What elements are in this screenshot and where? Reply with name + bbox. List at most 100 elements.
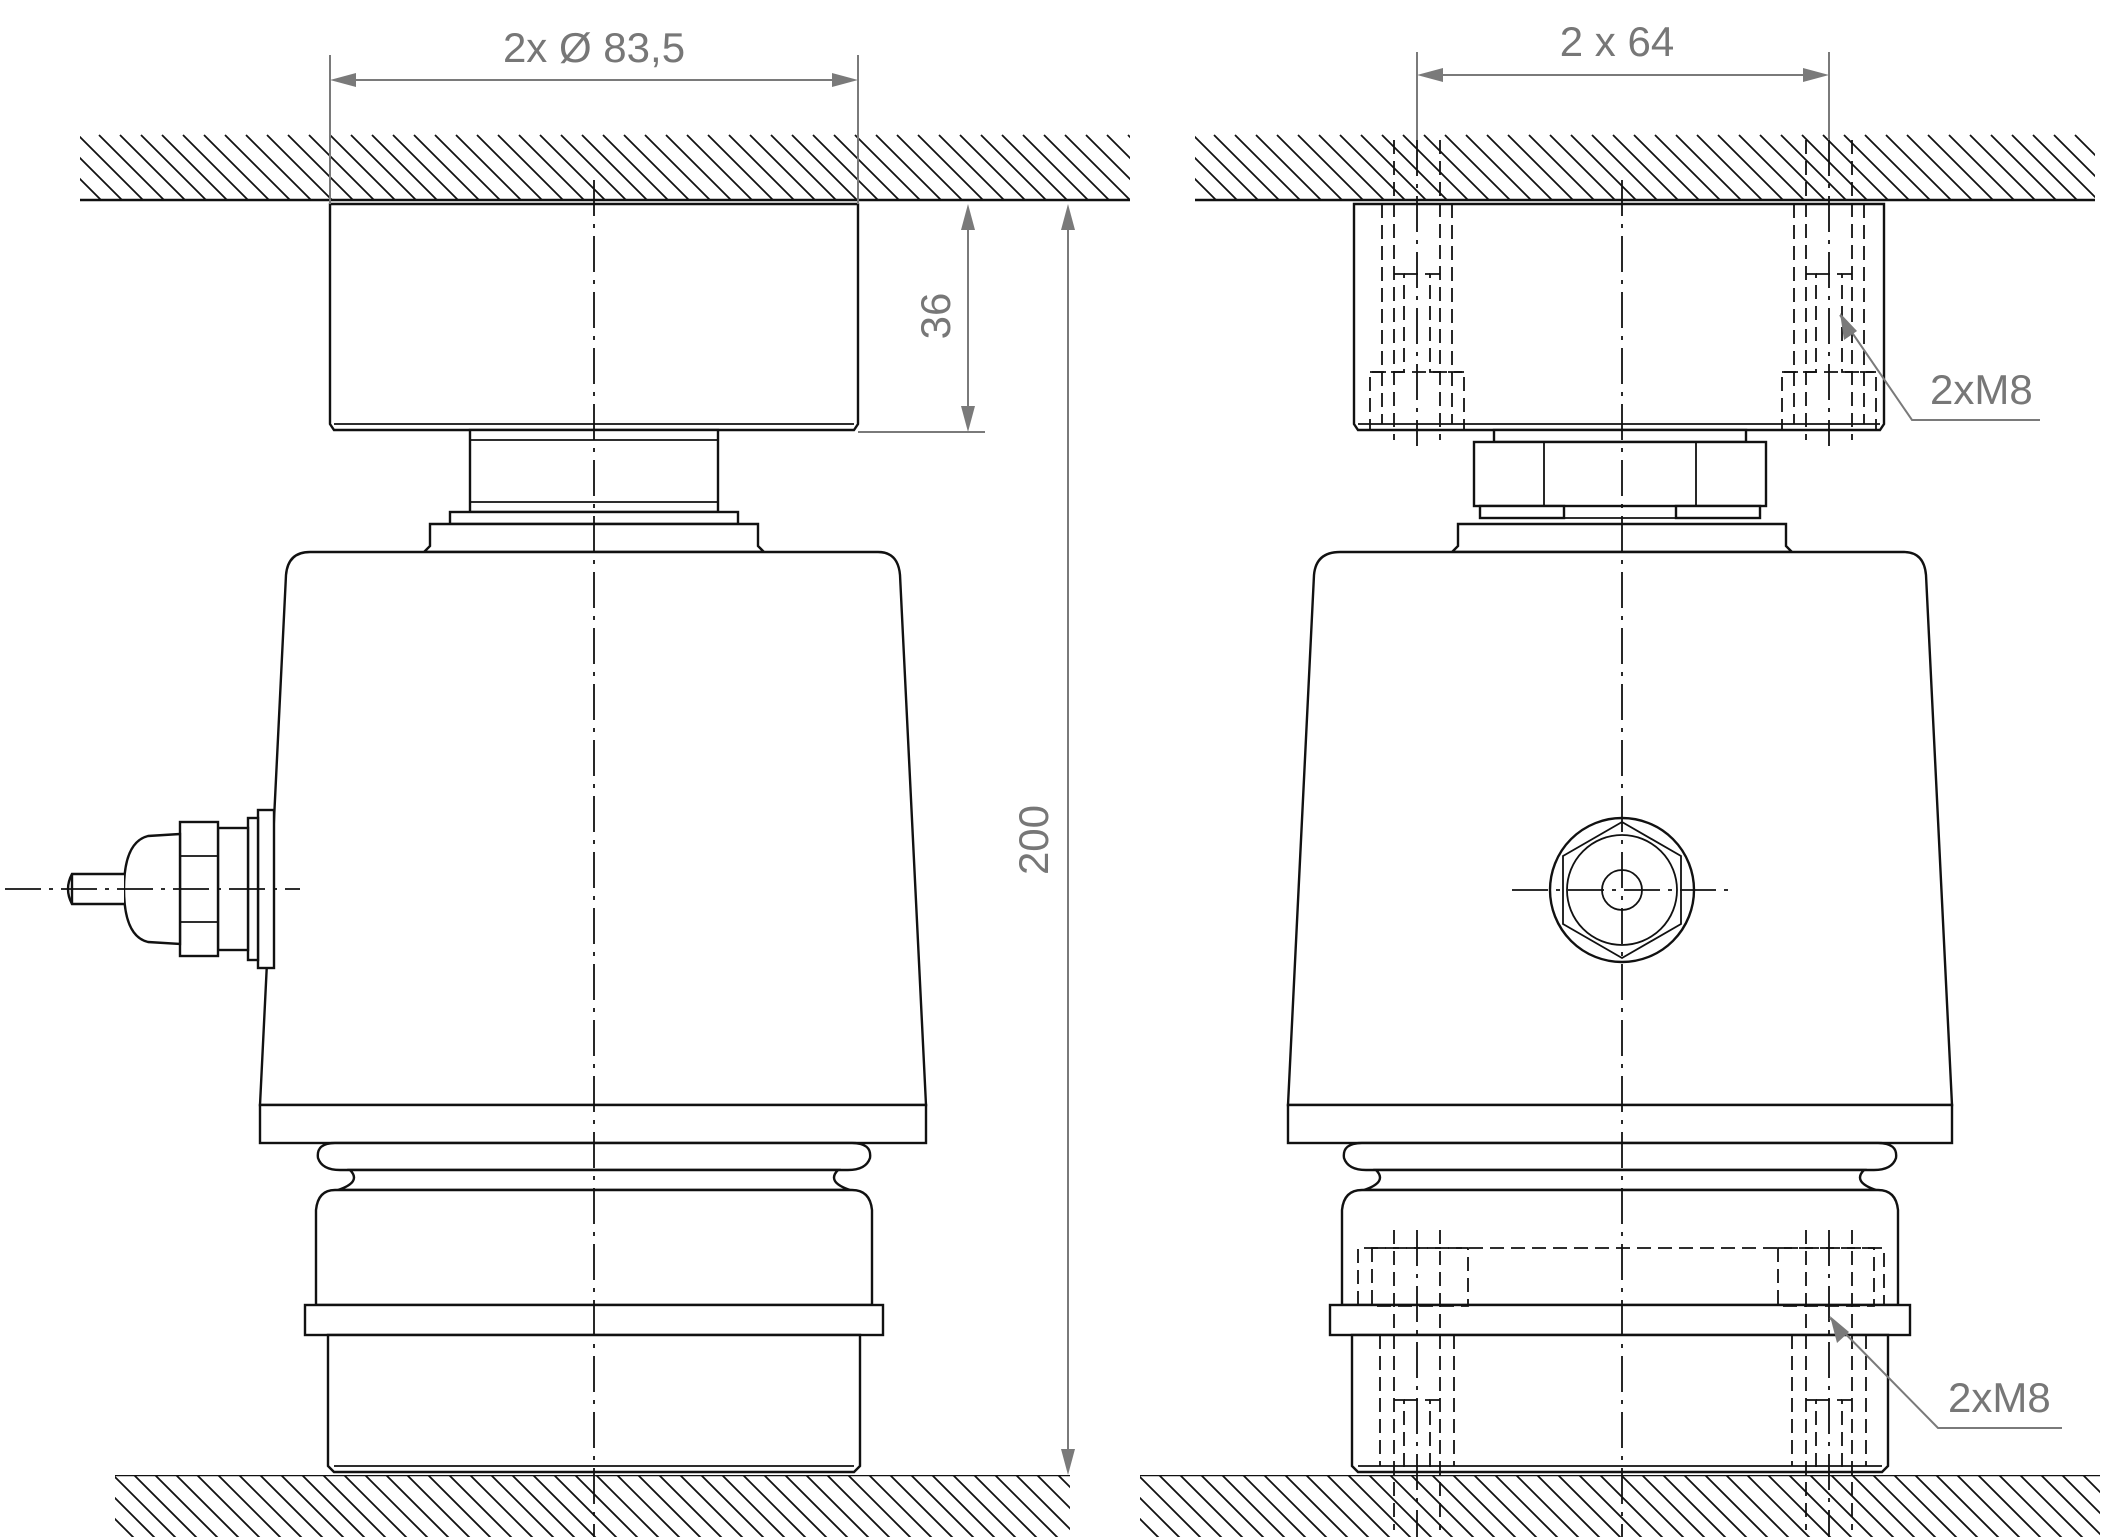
- hatch-line: [476, 134, 543, 201]
- hatch-line: [2040, 1475, 2100, 1536]
- hatch-line: [553, 1475, 618, 1537]
- hatch-line: [826, 1475, 891, 1537]
- hatch-line: [1064, 134, 1130, 201]
- hatch-line: [434, 134, 501, 201]
- hatch-line: [266, 134, 333, 201]
- hatch-line: [1998, 1475, 2063, 1537]
- hatch-line: [1368, 1475, 1433, 1537]
- hatch-line: [1696, 134, 1763, 201]
- hatch-line: [1704, 1475, 1769, 1537]
- thread-top-label: 2xM8: [1930, 366, 2033, 413]
- hatch-line: [2061, 1475, 2100, 1515]
- hatch-line: [490, 1475, 555, 1537]
- hatch-line: [973, 1475, 1038, 1537]
- hatch-line: [1822, 134, 1889, 201]
- hatch-line: [742, 1475, 807, 1537]
- hatch-line: [1620, 1475, 1685, 1537]
- hatch-line: [665, 134, 732, 201]
- hatch-line: [770, 134, 837, 201]
- dimension-hole-spacing: 2 x 64: [1416, 18, 1830, 140]
- hatch-line: [1662, 1475, 1727, 1537]
- hatch-line: [518, 134, 585, 201]
- hatch-line: [1195, 198, 1196, 200]
- hatch-line: [959, 134, 1026, 201]
- hatch-line: [1263, 1475, 1328, 1537]
- hatch-line: [1015, 1475, 1070, 1531]
- hatch-line: [182, 134, 249, 201]
- hatch-line: [1570, 134, 1637, 201]
- hatch-line: [595, 1475, 660, 1537]
- thread-bottom-label: 2xM8: [1948, 1374, 2051, 1421]
- hatch-line: [1465, 134, 1532, 201]
- hatch-line: [1717, 134, 1784, 201]
- hatch-line: [1452, 1475, 1517, 1537]
- dimension-diameter: 2x Ø 83,5: [329, 24, 859, 204]
- load-cell-side-view: [1286, 140, 1954, 1537]
- hatch-line: [1851, 1475, 1916, 1537]
- hatch-line: [385, 1475, 450, 1537]
- hatch-line: [140, 134, 207, 201]
- hatch-line: [1528, 134, 1595, 201]
- hatch-line: [1767, 1475, 1832, 1537]
- hatch-line: [1284, 1475, 1349, 1537]
- hatch-line: [224, 134, 291, 201]
- hatch-line: [1486, 134, 1553, 201]
- hatch-line: [497, 134, 564, 201]
- hatch-line: [1381, 134, 1448, 201]
- hatch-line: [115, 1517, 135, 1537]
- hatch-line: [287, 134, 354, 201]
- hatch-line: [1423, 134, 1490, 201]
- hatch-line: [2032, 134, 2095, 199]
- hatch-line: [1935, 1475, 2000, 1537]
- hatch-line: [581, 134, 648, 201]
- hatch-line: [115, 1496, 156, 1537]
- hatch-line: [1057, 1475, 1070, 1489]
- hatch-line: [1864, 134, 1931, 201]
- hatch-line: [1641, 1475, 1706, 1537]
- hatch-line: [115, 1475, 177, 1537]
- hatch-line: [1914, 1475, 1979, 1537]
- hatch-line: [364, 1475, 429, 1537]
- hatch-line: [1746, 1475, 1811, 1537]
- hatch-line: [448, 1475, 513, 1537]
- hatch-line: [1788, 1475, 1853, 1537]
- hatch-line: [1990, 134, 2057, 201]
- hatch-line: [1001, 134, 1068, 201]
- hatch-line: [1473, 1475, 1538, 1537]
- hatch-line: [1801, 134, 1868, 201]
- hatch-line: [80, 177, 102, 201]
- hatch-line: [455, 134, 522, 201]
- hatch-line: [1557, 1475, 1622, 1537]
- hatch-line: [994, 1475, 1059, 1537]
- dimension-total-height: 200: [1010, 204, 1075, 1475]
- diameter-label: 2x Ø 83,5: [503, 24, 685, 71]
- hatch-line: [322, 1475, 387, 1537]
- top-height-label: 36: [912, 293, 959, 340]
- hatch-line: [812, 134, 879, 201]
- hatch-line: [1759, 134, 1826, 201]
- dimension-top-height: 36: [858, 204, 985, 433]
- hatch-line: [1893, 1475, 1958, 1537]
- hatch-line: [392, 134, 459, 201]
- hatch-line: [175, 1475, 240, 1537]
- hatch-line: [203, 134, 270, 201]
- hatch-line: [1158, 1475, 1223, 1537]
- hatch-line: [1022, 134, 1089, 201]
- hatch-line: [1339, 134, 1406, 201]
- hidden-screws-bottom: [1357, 1230, 1885, 1537]
- hatch-line: [952, 1475, 1017, 1537]
- hatch-line: [1830, 1475, 1895, 1537]
- hatch-line: [1872, 1475, 1937, 1537]
- leader-thread-top: 2xM8: [1839, 313, 2040, 421]
- hatch-line: [658, 1475, 723, 1537]
- hatch-line: [1515, 1475, 1580, 1537]
- cable-gland-front: [1512, 816, 1735, 964]
- hatch-line: [602, 134, 669, 201]
- hatch-line: [917, 134, 984, 201]
- hatch-line: [700, 1475, 765, 1537]
- hatch-line: [1410, 1475, 1475, 1537]
- hatch-right-bottom: [1140, 1475, 2100, 1537]
- leader-thread-bottom: 2xM8: [1829, 1316, 2062, 1429]
- hatch-line: [1036, 1475, 1070, 1510]
- hatch-line: [889, 1475, 954, 1537]
